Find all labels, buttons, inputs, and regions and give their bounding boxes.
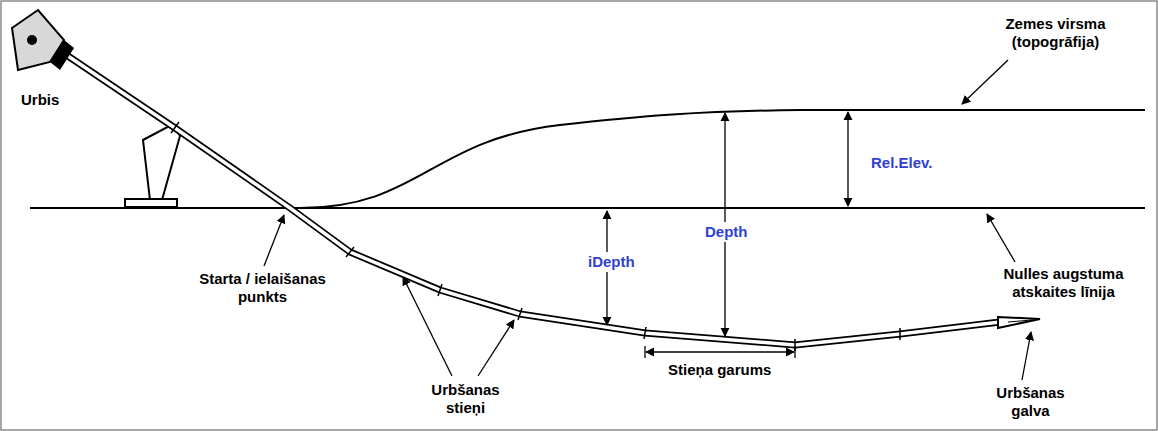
rig-dot	[27, 35, 37, 45]
rig-clamp	[50, 40, 74, 70]
dimension-label: Rel.Elev.	[871, 154, 932, 172]
drill-head	[998, 317, 1040, 328]
surface-label: Zemes virsma (topogrāfija)	[993, 15, 1118, 51]
drill-head-label: Urbšanas galva	[983, 384, 1078, 420]
rel-elev-arrow	[847, 112, 848, 206]
machine-label: Urbis	[21, 91, 59, 109]
dimension-tick	[644, 346, 645, 358]
rod-length-dimension	[646, 351, 794, 352]
reference-line-label: Nulles augstuma atskaites līnija	[991, 265, 1136, 301]
rod-joints	[171, 122, 900, 351]
leader-lines	[264, 60, 1031, 380]
dimension-label: Depth	[702, 222, 751, 242]
stand-base	[125, 199, 177, 207]
reference-line	[30, 207, 1145, 209]
dimension-label: Stieņa garums	[668, 361, 771, 379]
drill-stand	[143, 124, 180, 200]
drill-rods-core	[62, 52, 1000, 345]
dimension-tick	[794, 346, 795, 358]
dimension-label: iDepth	[585, 252, 638, 272]
drill-head-detail	[1008, 320, 1032, 322]
drill-rods	[62, 52, 1000, 345]
rods-label: Urbšanas stieņi	[418, 381, 513, 417]
ground-surface	[300, 110, 1145, 208]
start-point-label: Starta / ielaišanas punkts	[185, 270, 340, 306]
